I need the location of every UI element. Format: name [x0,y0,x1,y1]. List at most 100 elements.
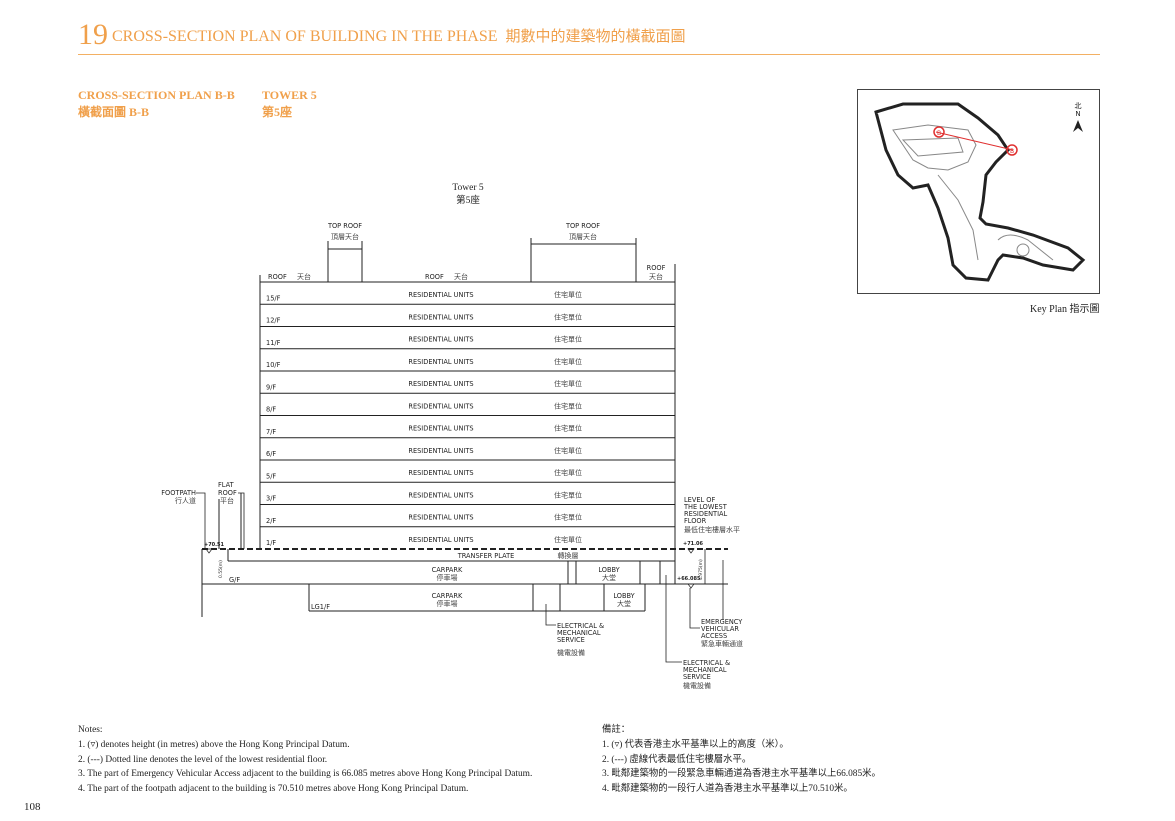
notes-cn-item: 1. (▿) 代表香港主水平基準以上的高度（米）。 [602,739,789,750]
gf-label: G/F [229,576,240,584]
roof-label-1-en: ROOF [268,273,287,281]
floor-label: 6/F [266,450,276,458]
residential-units-en: RESIDENTIAL UNITS [408,447,473,455]
plan-title: CROSS-SECTION PLAN B-B 橫截面圖 B-B [78,87,235,121]
residential-units-cn: 住宅單位 [554,535,582,544]
floor-row: 12/F RESIDENTIAL UNITS 住宅單位 [260,312,675,327]
floor-label: 11/F [266,339,281,347]
top-roof-left [327,241,363,282]
notes-en-title: Notes: [78,725,103,735]
lowest-floor-label-line3: RESIDENTIAL [684,510,728,518]
floor-row: 11/F RESIDENTIAL UNITS 住宅單位 [260,335,675,350]
tower-title-en: TOWER 5 [262,88,317,102]
residential-units-en: RESIDENTIAL UNITS [408,380,473,388]
lobby-lg1-en: LOBBY [613,592,635,600]
notes-cn-item: 2. (---) 虛線代表最低住宅樓層水平。 [602,754,752,765]
carpark-lg1-en: CARPARK [432,592,463,600]
eva-label-line3: ACCESS [701,632,727,640]
tower-title-cn: 第5座 [262,105,293,119]
eva-label-line2: VEHICULAR [701,625,739,633]
flat-roof-label-en-2: ROOF [218,489,237,497]
lg1f-label: LG1/F [311,603,330,611]
ems-label-2-line2: MECHANICAL [683,666,727,674]
carpark-gf-cn: 停車場 [437,573,458,582]
floor-label: 12/F [266,317,281,325]
lowest-floor-label-line2: THE LOWEST [683,503,728,511]
ems-label-2-line3: SERVICE [683,673,711,681]
floor-row: 6/F RESIDENTIAL UNITS 住宅單位 [260,446,675,461]
level-marker-icon [687,583,695,589]
lobby-lg1-cn: 大堂 [617,599,631,608]
transfer-plate-cn: 轉換層 [558,551,579,560]
page-title-en: CROSS-SECTION PLAN OF BUILDING IN THE PH… [112,28,498,45]
roof-label-3-cn: 天台 [649,272,663,281]
floor-label: 2/F [266,517,276,525]
notes-cn-item: 3. 毗鄰建築物的一段緊急車輛通道為香港主水平基準以上66.085米。 [602,769,881,780]
footpath-label-cn: 行人道 [175,496,196,505]
plan-title-cn: 橫截面圖 B-B [78,105,150,119]
floor-label: 8/F [266,406,276,414]
ems-label-1-line3: SERVICE [557,636,585,644]
notes-en: Notes: 1. (▿) denotes height (in metres)… [78,723,532,797]
lowest-floor-label: LEVEL OF THE LOWEST RESIDENTIAL FLOOR 最低… [683,496,740,534]
floor-label: 15/F [266,294,281,302]
section-number: 19 [78,18,108,51]
notes-cn: 備註： 1. (▿) 代表香港主水平基準以上的高度（米）。 2. (---) 虛… [602,723,881,797]
section-marker-icon [1006,144,1018,156]
roof-label-1-cn: 天台 [297,272,311,281]
transfer-plate-en: TRANSFER PLATE [457,552,515,560]
ems-label-1-line1: ELECTRICAL & [557,622,604,630]
residential-units-en: RESIDENTIAL UNITS [408,469,473,477]
notes-en-item: 1. (▿) denotes height (in metres) above … [78,739,350,750]
residential-units-cn: 住宅單位 [554,401,582,410]
residential-units-cn: 住宅單位 [554,513,582,522]
plan-title-en: CROSS-SECTION PLAN B-B [78,88,235,102]
notes-cn-item: 4. 毗鄰建築物的一段行人道為香港主水平基準以上70.510米。 [602,784,853,795]
footpath-label-en: FOOTPATH [161,489,196,497]
top-roof-right [530,238,637,282]
level-lowest-floor: +71.06 [683,541,704,547]
residential-units-en: RESIDENTIAL UNITS [408,313,473,321]
eva-label-line1: EMERGENCY [701,618,743,626]
dim-right: 4.975(m) [698,559,704,580]
carpark-gf-en: CARPARK [432,566,463,574]
residential-units-cn: 住宅單位 [554,379,582,388]
lowest-floor-label-line1: LEVEL OF [684,496,715,504]
podium-outline [201,493,728,617]
residential-units-en: RESIDENTIAL UNITS [408,336,473,344]
residential-units-cn: 住宅單位 [554,335,582,344]
page-title-cn: 期數中的建築物的橫截面圖 [505,29,686,45]
roof-label-2-en: ROOF [425,273,444,281]
notes-en-item: 2. (---) Dotted line denotes the level o… [78,754,328,765]
level-marker-icon [687,548,695,554]
lobby-gf-en: LOBBY [598,566,620,574]
lobby-gf-cn: 大堂 [602,573,616,582]
ems-label-2-line1: ELECTRICAL & [683,659,730,667]
key-plan: B B 北 N [857,89,1100,294]
tower-title: TOWER 5 第5座 [262,87,317,121]
top-roof-right-cn: 頂層天台 [569,232,597,241]
tower-label-cn: 第5座 [456,194,480,206]
north-label-cn: 北 [1075,102,1082,110]
lowest-floor-label-line4: FLOOR [684,517,707,525]
level-footpath: +70.51 [204,542,225,548]
ems-label-1-line2: MECHANICAL [557,629,601,637]
floor-label: 10/F [266,361,281,369]
top-roof-left-en: TOP ROOF [327,222,362,230]
key-plan-map: B B 北 N [874,102,1086,282]
floor-label: 1/F [266,539,276,547]
page-number: 108 [24,801,41,813]
notes-en-item: 4. The part of the footpath adjacent to … [78,784,469,795]
residential-units-en: RESIDENTIAL UNITS [408,425,473,433]
residential-units-cn: 住宅單位 [554,446,582,455]
residential-units-cn: 住宅單位 [554,312,582,321]
key-plan-caption: Key Plan 指示圖 [1030,304,1100,315]
